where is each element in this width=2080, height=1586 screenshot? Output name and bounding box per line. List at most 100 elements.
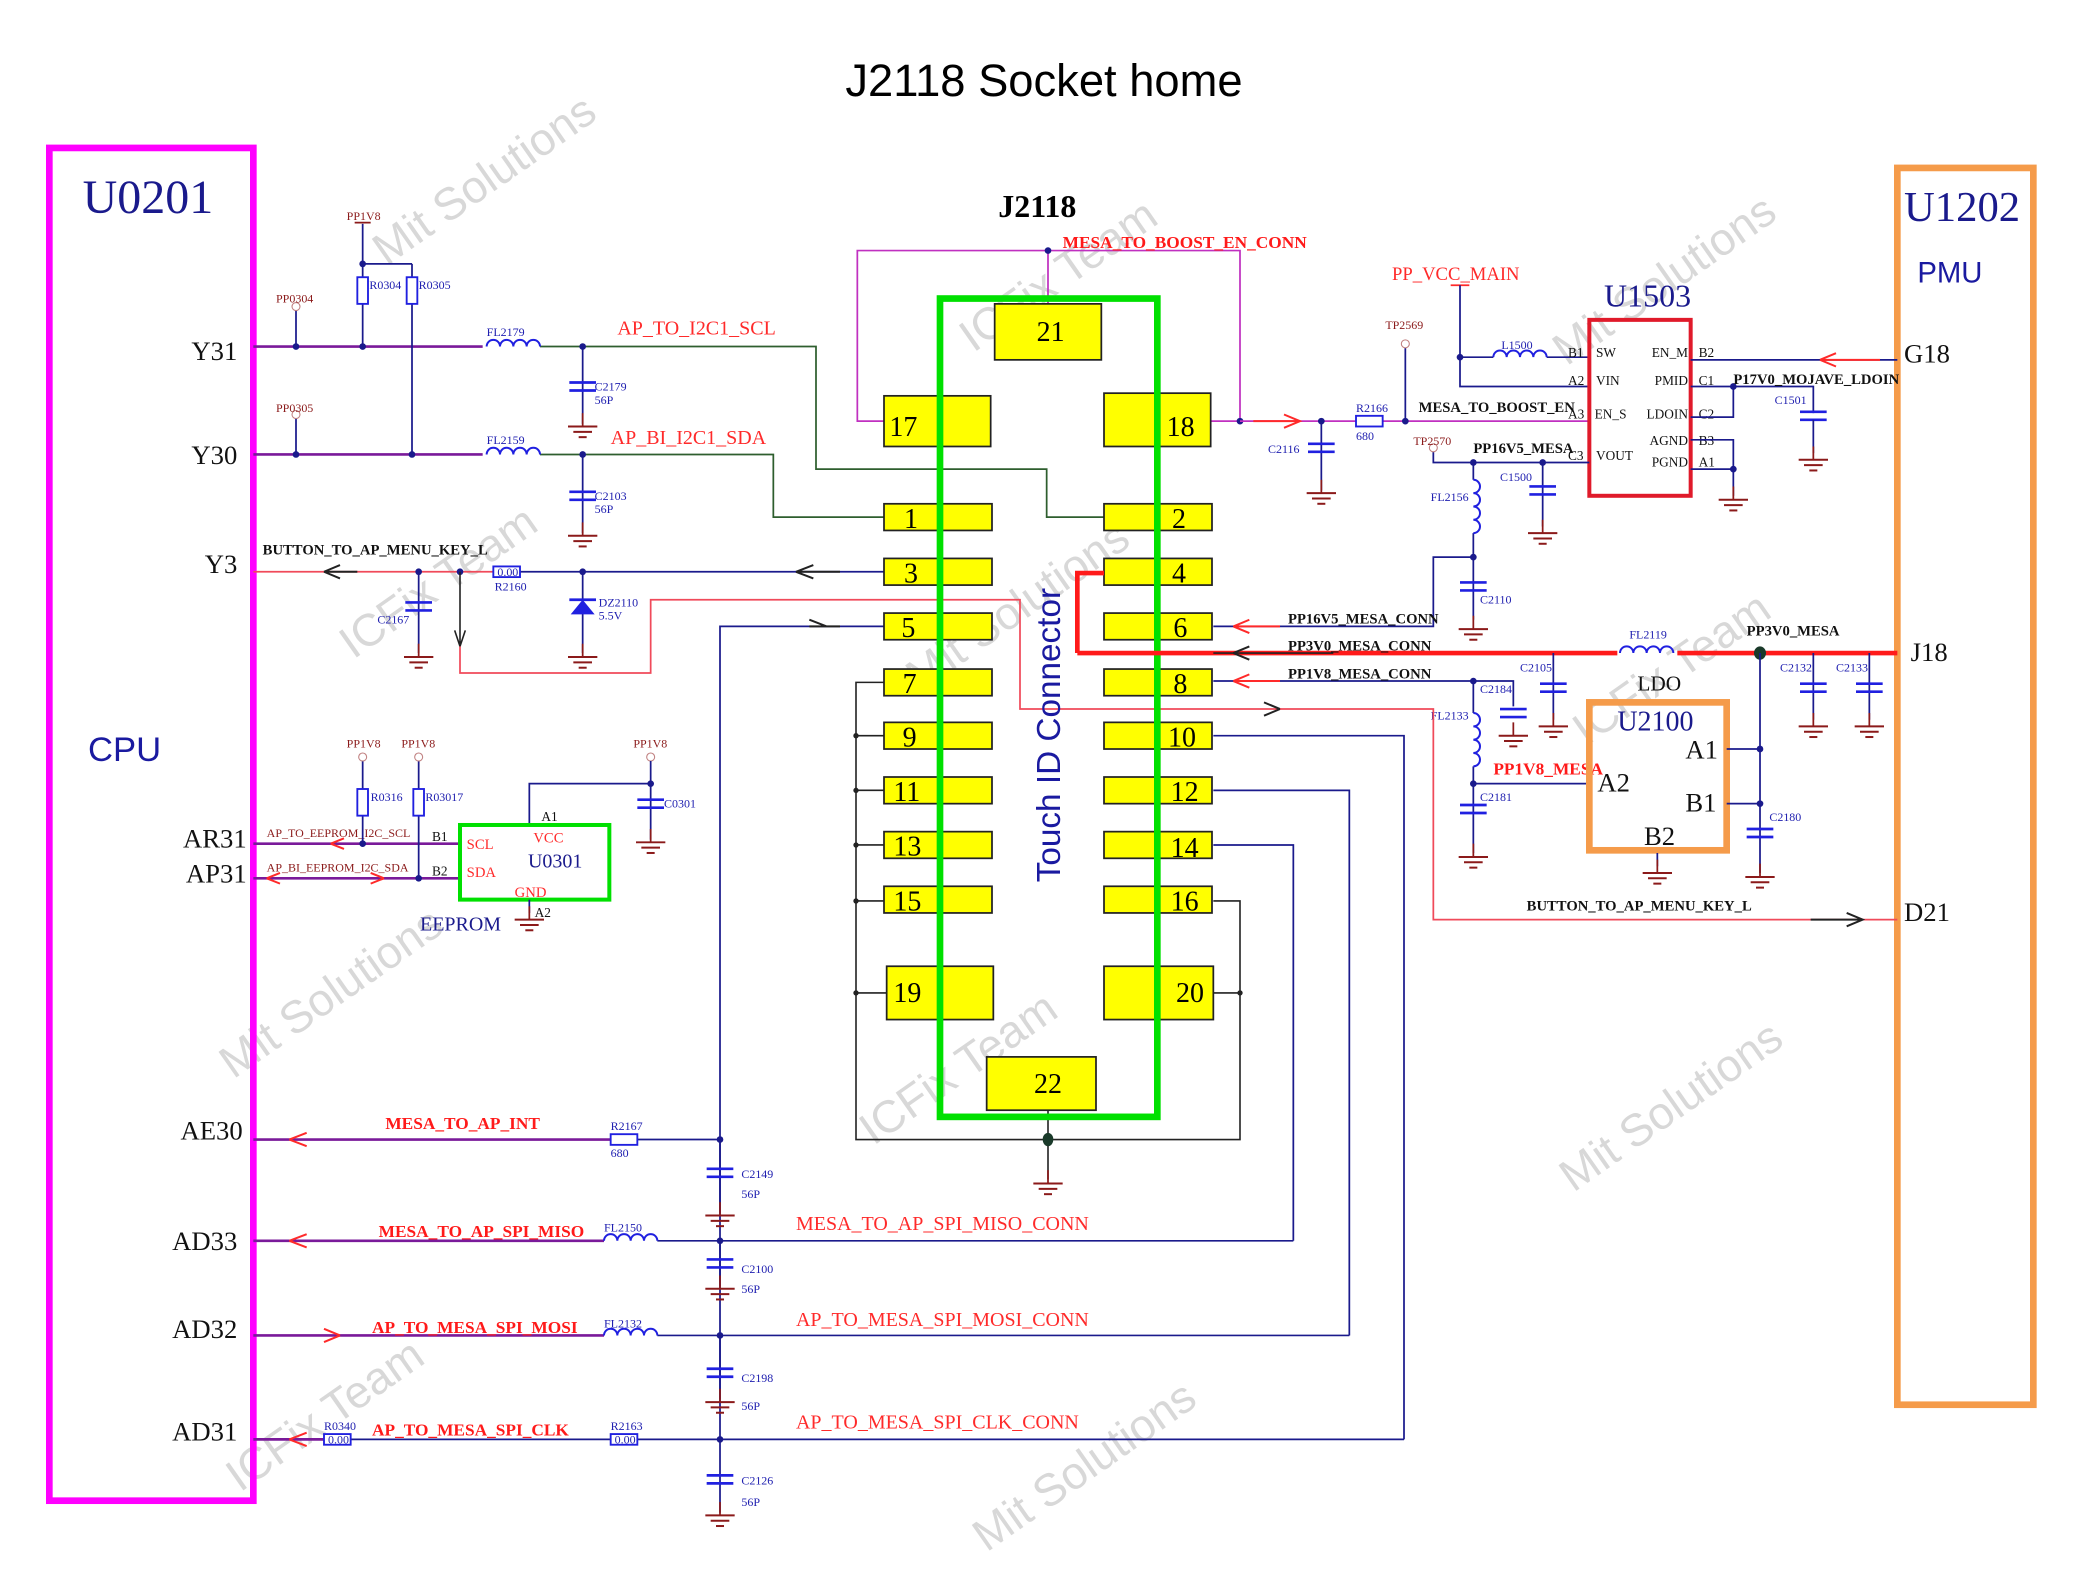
pad-number: 12 bbox=[1171, 777, 1199, 808]
resistor-icon bbox=[609, 1133, 639, 1146]
part-label: C2103 bbox=[595, 489, 627, 503]
net-label: PP1V8_MESA_CONN bbox=[1288, 666, 1432, 682]
net-label: AP_TO_I2C1_SCL bbox=[617, 318, 775, 340]
cpu-pin: Y30 bbox=[191, 440, 237, 470]
part-label: C2184 bbox=[1480, 682, 1512, 696]
net-label: AP_TO_MESA_SPI_MOSI_CONN bbox=[796, 1309, 1089, 1331]
part-label: R0305 bbox=[419, 278, 451, 292]
part-label: FL2119 bbox=[1629, 627, 1667, 641]
cpu-pin: AE30 bbox=[180, 1116, 242, 1146]
part-label: C0301 bbox=[664, 797, 696, 811]
part-label: C2149 bbox=[741, 1167, 773, 1181]
cpu-pin: AP31 bbox=[186, 858, 247, 888]
eeprom-pin: GND bbox=[515, 885, 547, 901]
watermark: Mit Solutions bbox=[363, 84, 605, 275]
part-label: FL2179 bbox=[487, 325, 525, 339]
part-label: C1500 bbox=[1500, 470, 1532, 484]
eeprom-label: EEPROM bbox=[420, 913, 501, 935]
ic-pin: B2 bbox=[1644, 821, 1675, 851]
part-label: R0316 bbox=[371, 790, 403, 804]
ic-pin-name: LDOIN bbox=[1647, 406, 1689, 421]
pad-number: 17 bbox=[889, 412, 917, 443]
pad-number: 11 bbox=[893, 777, 920, 808]
eeprom-pin: B2 bbox=[432, 864, 448, 879]
pad-number: 18 bbox=[1167, 412, 1195, 443]
watermark: Mit Solutions bbox=[1550, 1010, 1792, 1201]
net-label: MESA_TO_AP_INT bbox=[385, 1114, 540, 1133]
power-label: PP0305 bbox=[276, 401, 313, 415]
net-label: P17V0_MOJAVE_LDOIN bbox=[1733, 372, 1899, 388]
ic-pin: B2 bbox=[1699, 345, 1715, 360]
page-title: J2118 Socket home bbox=[845, 55, 1242, 106]
pad-number: 5 bbox=[901, 613, 915, 644]
cpu-pin: Y31 bbox=[191, 336, 237, 366]
ic-pin: A1 bbox=[1699, 454, 1715, 469]
net-label: MESA_TO_AP_SPI_MISO bbox=[379, 1222, 585, 1241]
pad-number: 3 bbox=[904, 558, 918, 589]
part-label: R2160 bbox=[495, 579, 527, 593]
power-label: PP0304 bbox=[276, 292, 313, 306]
pmu-ref: U1202 bbox=[1904, 184, 2020, 231]
inductor-icon bbox=[1472, 712, 1481, 768]
part-label: C2105 bbox=[1520, 661, 1552, 675]
power-label: TP2569 bbox=[1385, 318, 1423, 332]
part-label: C2116 bbox=[1268, 442, 1300, 456]
net-label: AP_TO_EEPROM_I2C_SCL bbox=[267, 826, 411, 840]
net-label: PP3V0_MESA_CONN bbox=[1288, 638, 1432, 654]
resistor-icon bbox=[356, 788, 369, 817]
power-label: TP2570 bbox=[1413, 434, 1451, 448]
part-label: 5.5V bbox=[599, 609, 623, 623]
ic-pin-name: PMID bbox=[1655, 373, 1689, 388]
net-label: BUTTON_TO_AP_MENU_KEY_L bbox=[263, 542, 488, 558]
pmu-label: PMU bbox=[1917, 257, 1982, 290]
part-label: R2166 bbox=[1356, 401, 1388, 415]
inductor-icon bbox=[603, 1233, 659, 1242]
pad-number: 16 bbox=[1171, 886, 1199, 917]
inductor-icon bbox=[485, 446, 541, 456]
connector-label: Touch ID Connector bbox=[1031, 588, 1068, 882]
ic-pin: A2 bbox=[1568, 373, 1584, 388]
ic-pin-name: AGND bbox=[1649, 433, 1688, 448]
part-label: C1501 bbox=[1775, 393, 1807, 407]
part-label: C2179 bbox=[595, 380, 627, 394]
resistor-icon bbox=[1355, 414, 1384, 428]
pad-number: 13 bbox=[893, 832, 921, 863]
ground-icon bbox=[1744, 862, 1776, 889]
ic-pin-name: SW bbox=[1596, 345, 1616, 360]
net-label: AP_BI_I2C1_SDA bbox=[611, 427, 767, 449]
ground-icon bbox=[567, 412, 599, 439]
ldo-section: PP3V0_MESA_CONN FL2119 PP3V0_MESA C2105 … bbox=[1075, 570, 1898, 928]
watermark: Mit Solutions bbox=[963, 1370, 1205, 1561]
net-label: MESA_TO_BOOST_EN_CONN bbox=[1063, 233, 1308, 252]
test-point-icon bbox=[358, 752, 368, 762]
net-label: AP_BI_EEPROM_I2C_SDA bbox=[267, 861, 409, 875]
part-label: FL2159 bbox=[487, 433, 525, 447]
pad-number: 7 bbox=[903, 669, 917, 700]
ic-pin-name: VOUT bbox=[1596, 448, 1633, 463]
ic-pin-name: VIN bbox=[1596, 373, 1620, 388]
watermark: ICFix Team bbox=[216, 1328, 432, 1501]
part-label: 0.00 bbox=[497, 565, 518, 579]
cpu-pin: AD33 bbox=[172, 1226, 237, 1256]
part-label: R2163 bbox=[611, 1419, 643, 1433]
test-point-icon bbox=[414, 752, 424, 762]
eeprom-pin: SCL bbox=[467, 837, 494, 853]
part-label: 56P bbox=[741, 1282, 760, 1296]
eeprom-pin: SDA bbox=[467, 865, 497, 881]
resistor-icon bbox=[412, 788, 425, 817]
ic-pin: A3 bbox=[1568, 406, 1585, 421]
pad-number: 6 bbox=[1173, 613, 1187, 644]
ic-pin: A1 bbox=[1685, 734, 1718, 764]
part-label: C2167 bbox=[377, 613, 409, 627]
pad-number: 15 bbox=[893, 886, 921, 917]
part-label: FL2132 bbox=[604, 1316, 642, 1330]
eeprom-ref: U0301 bbox=[528, 851, 582, 873]
cpu-pin: Y3 bbox=[205, 549, 238, 579]
net-label: PP1V8_MESA bbox=[1493, 759, 1603, 778]
ground-icon bbox=[403, 642, 435, 669]
eeprom-pin: VCC bbox=[533, 830, 563, 846]
pad-number: 1 bbox=[904, 504, 918, 535]
part-label: 56P bbox=[741, 1187, 760, 1201]
test-point-icon bbox=[1400, 339, 1410, 349]
